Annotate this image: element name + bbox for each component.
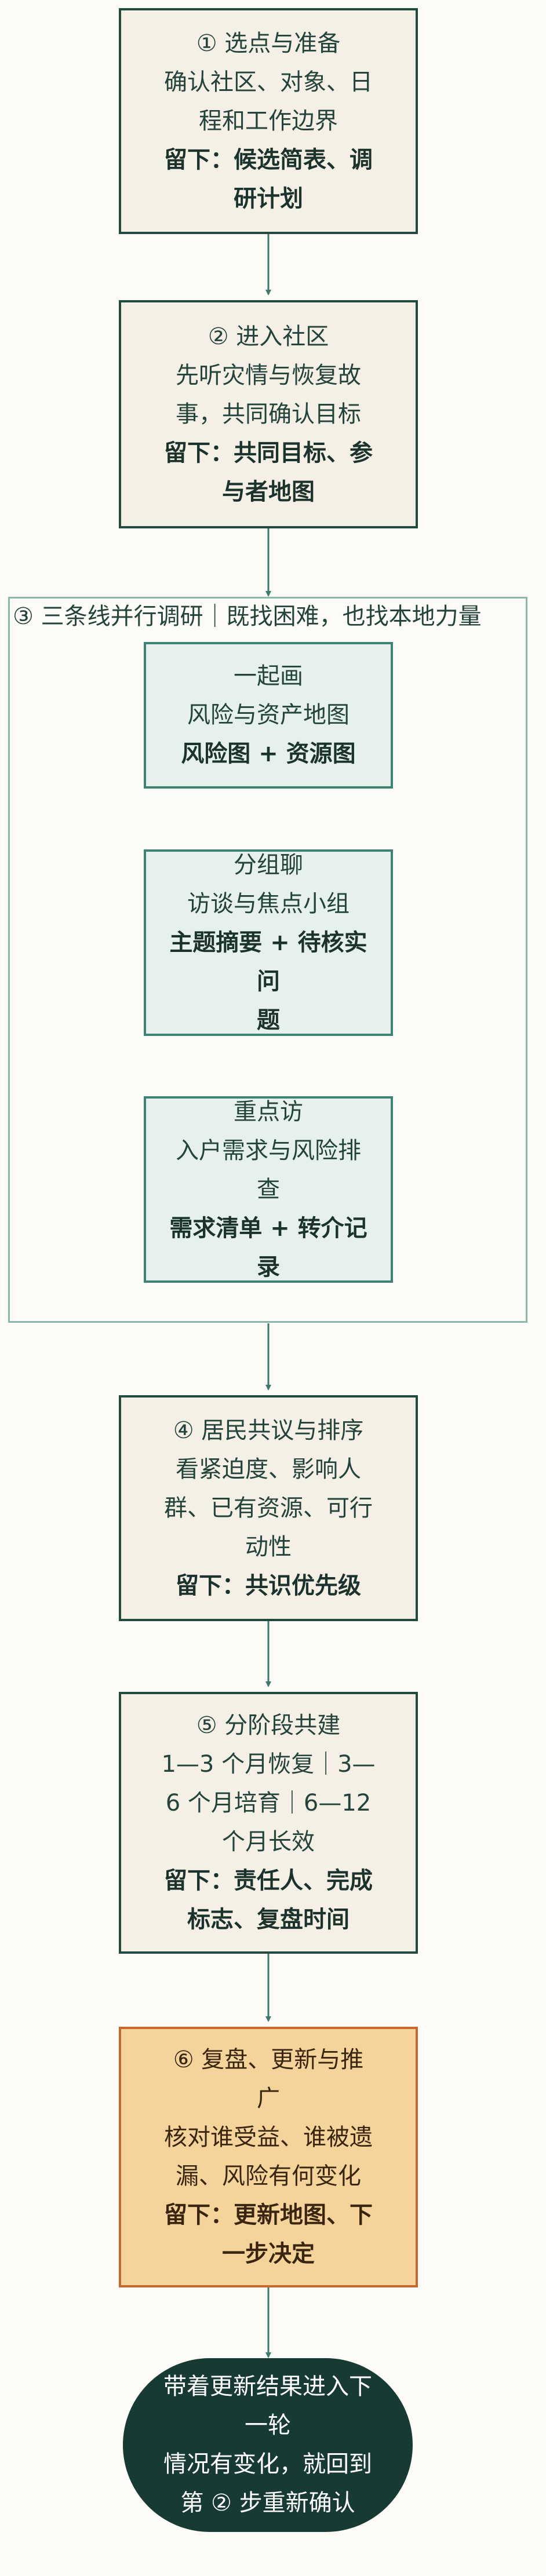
step-5-output-line-1: 留下：责任人、完成 <box>164 1867 373 1894</box>
step-6-title-line-1: ⑥ 复盘、更新与推 <box>173 2046 364 2073</box>
step-2-desc-line-2: 事，共同确认目标 <box>176 400 361 428</box>
end-node-line-1: 带着更新结果进入下 <box>163 2373 372 2400</box>
step-2-output-line-2: 与者地图 <box>222 478 315 505</box>
step-5-desc-line-1: 1—3 个月恢复｜3— <box>161 1751 376 1778</box>
research-item-draw-output: 风险图 + 资源图 <box>181 740 356 767</box>
step-1-output-line-2: 研计划 <box>234 185 303 212</box>
step-5-desc-line-3: 个月长效 <box>222 1829 315 1855</box>
step-2-title: ② 进入社区 <box>208 323 329 350</box>
step-1-title: ① 选点与准备 <box>196 30 341 57</box>
step-1-box: ① 选点与准备 确认社区、对象、日 程和工作边界 留下：候选简表、调 研计划 <box>119 8 418 234</box>
step-4-output-line-1: 留下：共识优先级 <box>176 1572 361 1599</box>
research-item-talk-desc: 访谈与焦点小组 <box>187 890 350 917</box>
step-6-output-line-2: 一步决定 <box>222 2241 315 2267</box>
research-item-draw-desc: 风险与资产地图 <box>187 702 350 728</box>
step-6-desc-line-2: 漏、风险有何变化 <box>176 2163 361 2190</box>
step-1-output-line-1: 留下：候选简表、调 <box>164 146 373 173</box>
step-4-desc-line-2: 群、已有资源、可行 <box>164 1494 373 1521</box>
step-6-box: ⑥ 复盘、更新与推 广 核对谁受益、谁被遗 漏、风险有何变化 留下：更新地图、下… <box>119 2027 418 2287</box>
end-node-line-2: 一轮 <box>245 2412 291 2439</box>
research-item-talk-name: 分组聊 <box>234 851 303 878</box>
step-5-title: ⑤ 分阶段共建 <box>196 1712 341 1739</box>
end-node-line-4: 第 ② 步重新确认 <box>180 2490 355 2516</box>
research-item-visit-desc: 入户需求与风险排查 <box>176 1137 361 1203</box>
end-node-line-3: 情况有变化，就回到 <box>163 2451 372 2478</box>
step-4-desc-line-3: 动性 <box>245 1533 292 1560</box>
step-4-desc-line-1: 看紧迫度、影响人 <box>176 1455 361 1483</box>
step-1-desc-line-1: 确认社区、对象、日 <box>164 68 373 96</box>
step-3-group-title: ③ 三条线并行调研｜既找困难，也找本地力量 <box>13 603 482 630</box>
research-item-visit: 重点访 入户需求与风险排查 需求清单 + 转介记录 <box>144 1096 393 1283</box>
step-3-group-box <box>8 597 527 1323</box>
research-item-draw-name: 一起画 <box>234 663 303 689</box>
research-item-talk-output-line-2: 题 <box>257 1006 280 1034</box>
research-item-talk: 分组聊 访谈与焦点小组 主题摘要 + 待核实问 题 <box>144 849 393 1036</box>
research-item-talk-output-line-1: 主题摘要 + 待核实问 <box>169 929 367 995</box>
research-item-visit-name: 重点访 <box>234 1098 303 1125</box>
step-6-title-line-2: 广 <box>257 2085 280 2112</box>
step-2-box: ② 进入社区 先听灾情与恢复故 事，共同确认目标 留下：共同目标、参 与者地图 <box>119 300 418 528</box>
research-item-draw: 一起画 风险与资产地图 风险图 + 资源图 <box>144 642 393 789</box>
step-2-desc-line-1: 先听灾情与恢复故 <box>176 362 361 389</box>
step-5-desc-line-2: 6 个月培育｜6—12 <box>165 1790 372 1816</box>
step-5-box: ⑤ 分阶段共建 1—3 个月恢复｜3— 6 个月培育｜6—12 个月长效 留下：… <box>119 1692 418 1954</box>
step-1-desc-line-2: 程和工作边界 <box>199 107 338 134</box>
step-6-desc-line-1: 核对谁受益、谁被遗 <box>164 2124 373 2151</box>
step-6-output-line-1: 留下：更新地图、下 <box>164 2202 373 2228</box>
research-item-visit-output: 需求清单 + 转介记录 <box>169 1214 367 1280</box>
step-4-box: ④ 居民共议与排序 看紧迫度、影响人 群、已有资源、可行 动性 留下：共识优先级 <box>119 1395 418 1621</box>
step-5-output-line-2: 标志、复盘时间 <box>187 1906 350 1933</box>
step-2-output-line-1: 留下：共同目标、参 <box>164 439 373 466</box>
step-4-title: ④ 居民共议与排序 <box>173 1417 364 1444</box>
end-node: 带着更新结果进入下 一轮 情况有变化，就回到 第 ② 步重新确认 <box>123 2358 413 2532</box>
